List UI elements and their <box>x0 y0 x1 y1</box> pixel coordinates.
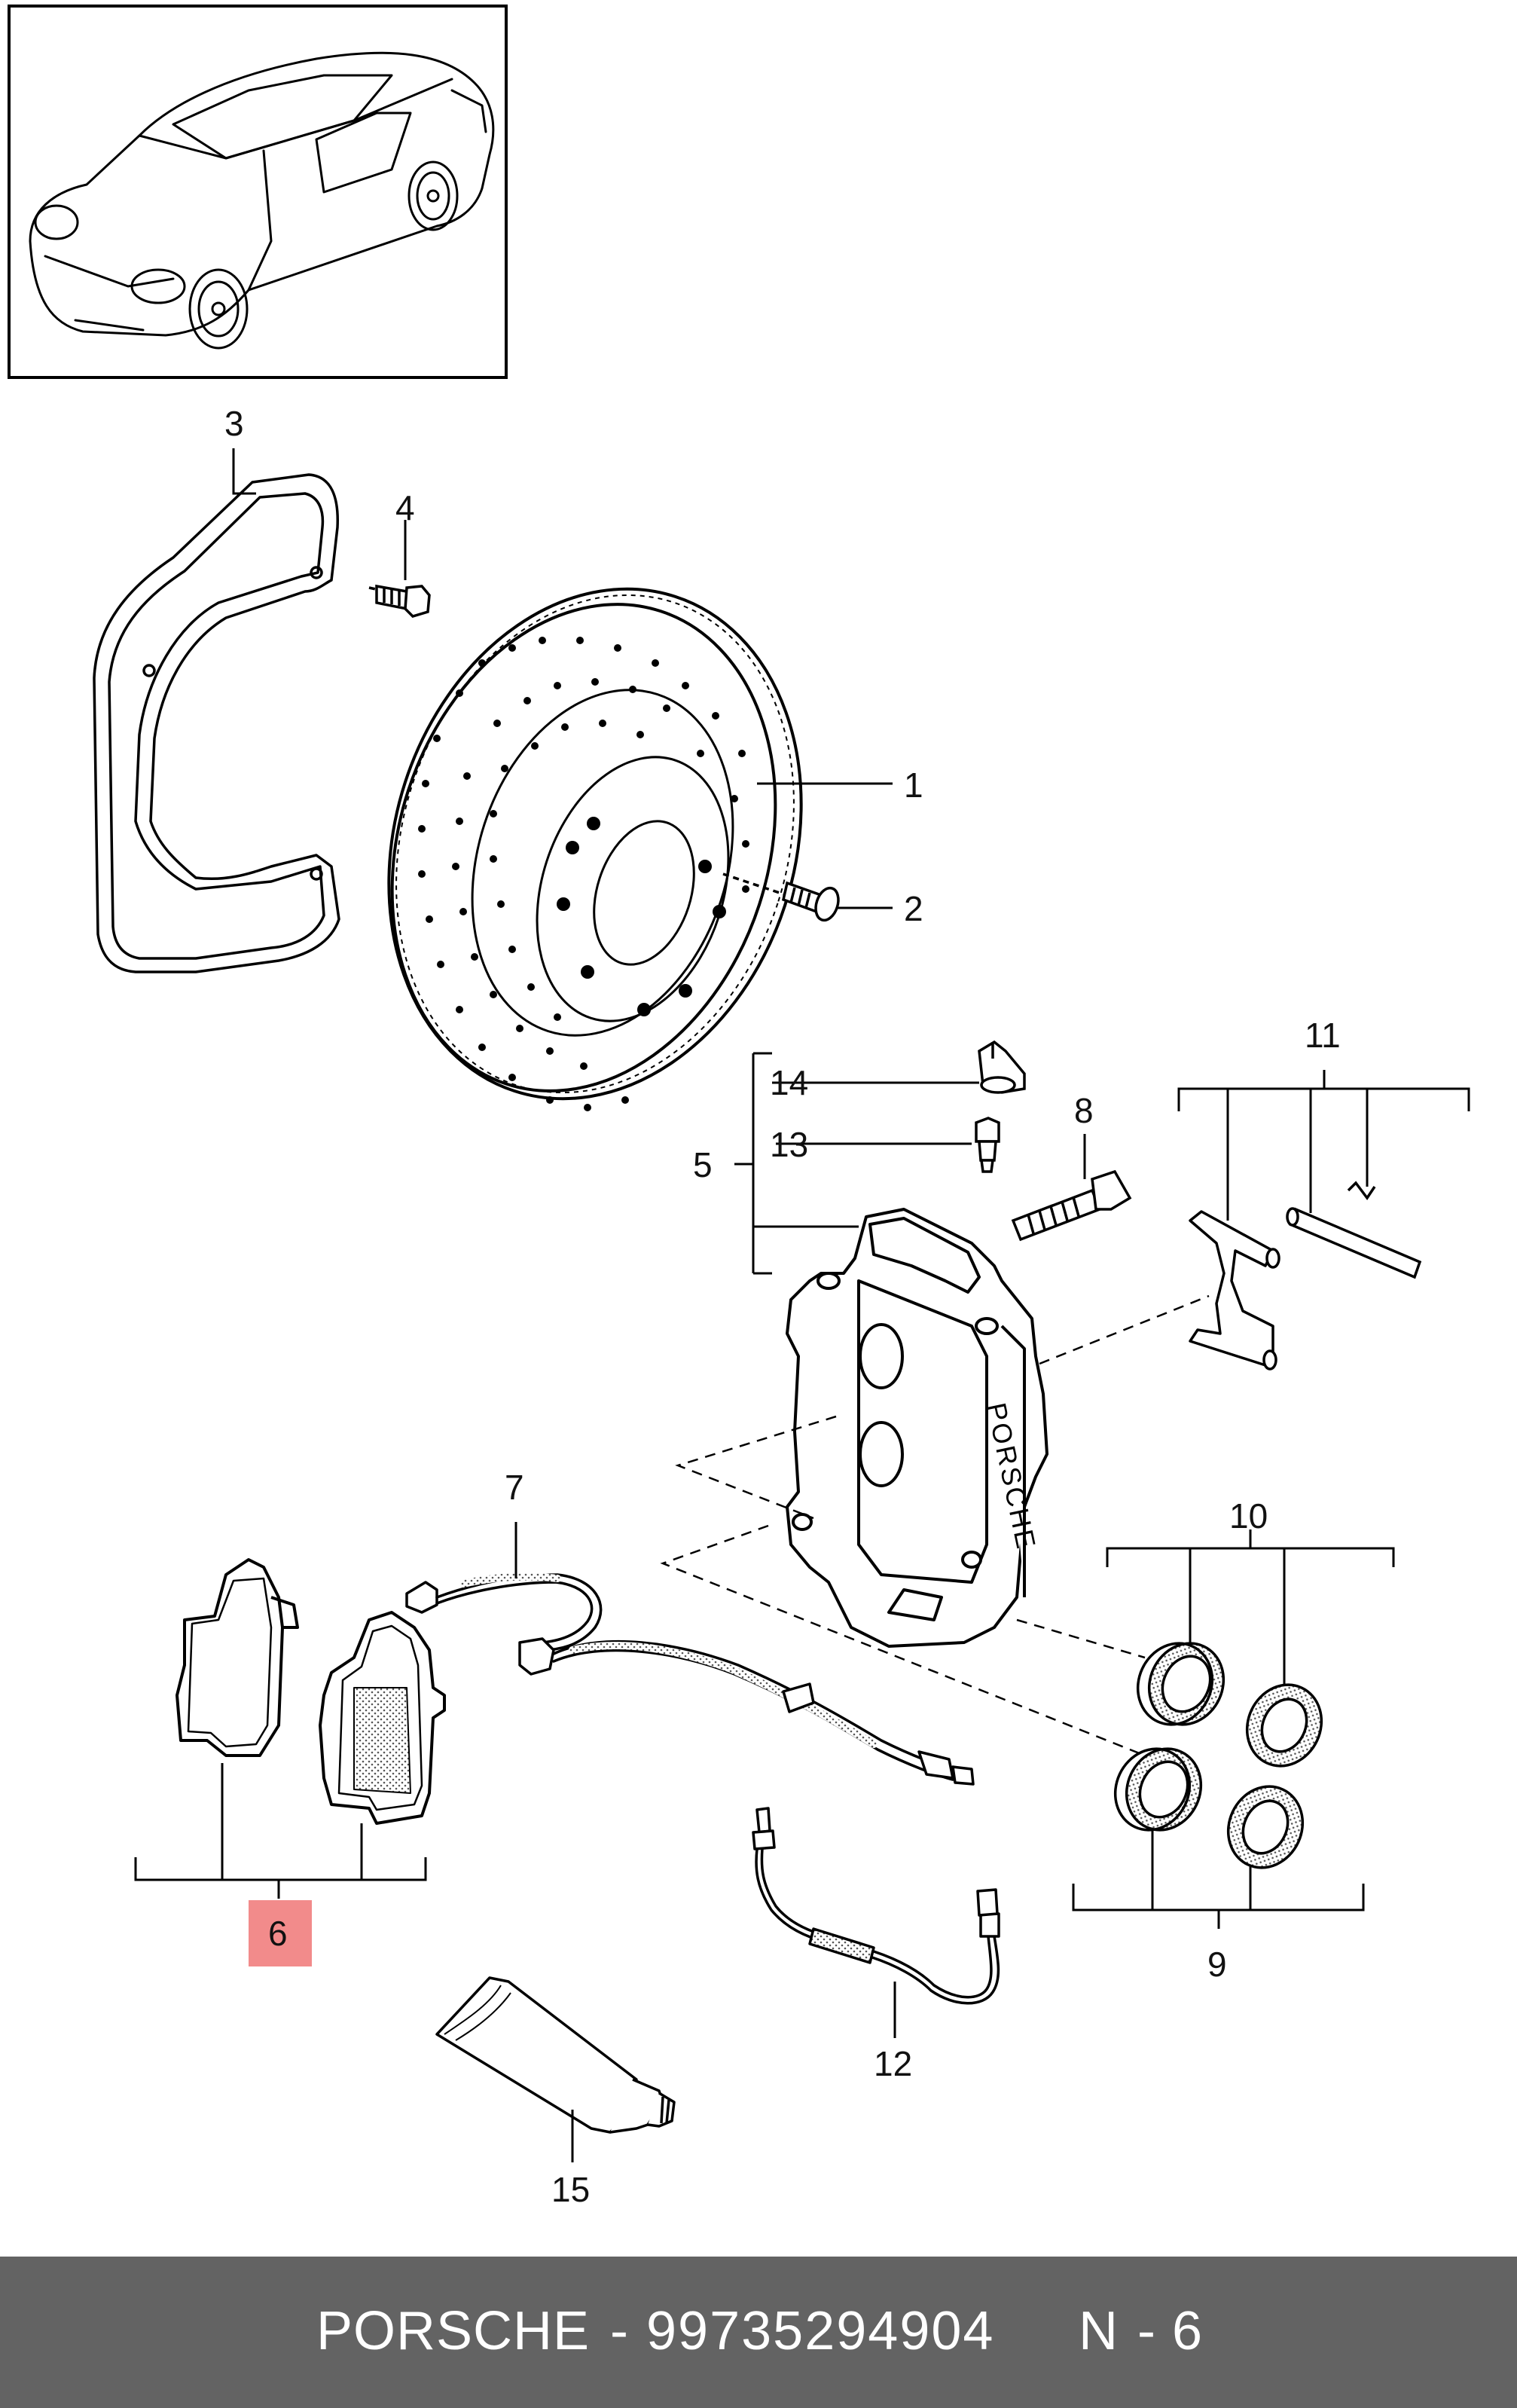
highlight-part-6 <box>249 1900 312 1966</box>
callout-2: 2 <box>904 889 923 928</box>
callout-8: 8 <box>1074 1091 1094 1130</box>
car-illustration <box>29 51 495 350</box>
retaining-spring <box>1189 1210 1280 1371</box>
retaining-pin <box>1286 1181 1422 1279</box>
callout-14: 14 <box>770 1063 808 1102</box>
callout-numbers: 1 2 3 4 5 6 7 8 9 10 11 12 13 14 15 <box>224 404 1341 2209</box>
brake-disc <box>387 587 803 1111</box>
parts-diagram: PORSCHE <box>8 5 1470 2209</box>
callout-1: 1 <box>904 765 923 805</box>
bleeder-cap <box>978 1040 1026 1094</box>
callout-13: 13 <box>770 1125 808 1164</box>
brake-line <box>752 1807 1000 2005</box>
brake-pads <box>176 1558 446 1825</box>
caliper-bolt <box>1011 1169 1132 1242</box>
footer-section: N <box>1079 2301 1118 2361</box>
seal-upper-right <box>1245 1683 1323 1768</box>
callout-7: 7 <box>505 1468 524 1507</box>
bleeder-valve <box>975 1117 1000 1173</box>
brake-caliper: PORSCHE <box>786 1208 1048 1648</box>
callout-9: 9 <box>1207 1945 1227 1984</box>
callout-5: 5 <box>693 1145 713 1184</box>
seal-lower-left <box>1113 1747 1203 1832</box>
footer-index: 6 <box>1172 2301 1203 2361</box>
seal-lower-right <box>1226 1785 1305 1869</box>
leader-lines <box>134 448 1470 2162</box>
assembly-lines <box>660 1294 1210 1757</box>
callout-11: 11 <box>1305 1016 1341 1055</box>
vehicle-inset <box>8 5 508 379</box>
footer-section-separator: - <box>1137 2301 1155 2361</box>
disc-screw <box>722 872 840 922</box>
footer-brand: PORSCHE <box>316 2301 591 2361</box>
callout-10: 10 <box>1229 1496 1268 1536</box>
footer-separator: - <box>610 2301 628 2361</box>
callout-12: 12 <box>874 2044 912 2083</box>
shield-bolt <box>368 584 431 618</box>
piston-seals <box>1113 1642 1323 1869</box>
footer-bar: PORSCHE - 99735294904 N - 6 <box>0 2257 1517 2408</box>
brake-shield <box>93 473 340 973</box>
footer-part-number: 99735294904 <box>646 2301 995 2361</box>
callout-3: 3 <box>224 404 244 443</box>
callout-15: 15 <box>551 2170 590 2209</box>
grease-tube <box>435 1976 676 2134</box>
wear-sensor <box>405 1572 975 1786</box>
callout-6: 6 <box>268 1914 288 1953</box>
seal-upper-left <box>1136 1642 1226 1726</box>
callout-4: 4 <box>395 488 415 527</box>
disc-drill-holes <box>418 637 749 1111</box>
